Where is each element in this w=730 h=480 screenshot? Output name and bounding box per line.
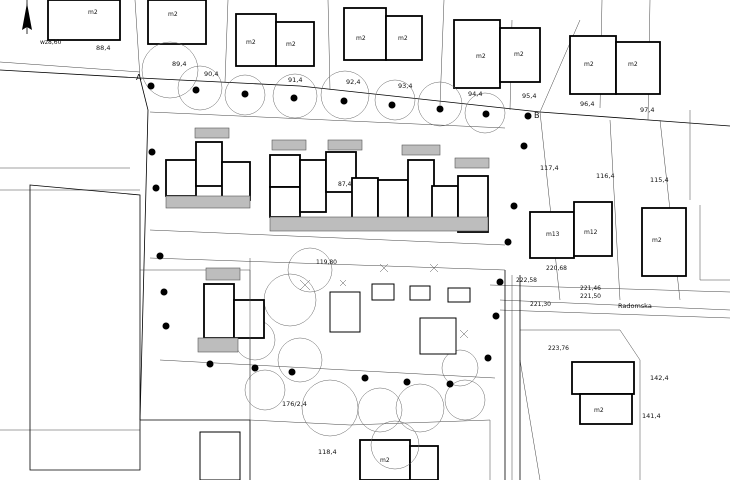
parcel-number: 97,4 (640, 106, 654, 114)
parcel-number: 96,4 (580, 100, 594, 108)
site-dimension: 119,80 (316, 259, 337, 266)
unit-label: m2 (476, 53, 486, 60)
unit-label: m13 (546, 231, 560, 238)
parcel-number: 117,4 (540, 164, 559, 172)
unit-label: m2 (380, 457, 390, 464)
marker-b-label: B (534, 111, 540, 120)
marker-a-label: A (136, 73, 142, 82)
internal-paths (149, 111, 506, 380)
parcel-number: 91,4 (288, 76, 302, 84)
elevation-label: 221,46 (580, 285, 601, 292)
map-labels: m2 m2 m2 m2 m2 m2 m2 m2 m2 m2 m13 m12 m2… (40, 9, 669, 464)
street-label: Radomska (618, 302, 652, 310)
small-trees (299, 263, 469, 339)
neighbour-buildings (47, 0, 687, 480)
unit-label: m2 (652, 237, 662, 244)
parcel-number: 116,4 (596, 172, 615, 180)
elevation-label: wz8,60 (40, 39, 62, 46)
parcel-number: 176/2,4 (282, 400, 307, 408)
elevation-label: 221,50 (580, 293, 601, 300)
parcel-number: 90,4 (204, 70, 218, 78)
unit-label: m2 (584, 61, 594, 68)
site-dimension: 87,4 (338, 181, 352, 188)
parcel-number: 141,4 (642, 412, 661, 420)
boundary-markers (147, 82, 532, 388)
unit-label: m2 (286, 41, 296, 48)
elevation-label: 220,68 (546, 265, 567, 272)
unit-label: m2 (246, 39, 256, 46)
elevation-label: 223,76 (548, 345, 569, 352)
north-arrow-icon (22, 0, 32, 34)
parcel-number: 93,4 (398, 82, 412, 90)
parcel-number: 89,4 (172, 60, 186, 68)
parcel-number: 92,4 (346, 78, 360, 86)
unit-label: m2 (398, 35, 408, 42)
unit-label: m2 (514, 51, 524, 58)
elevation-label: 221,30 (530, 301, 551, 308)
unit-label: m2 (356, 35, 366, 42)
unit-label: m2 (168, 11, 178, 18)
unit-label: m12 (584, 229, 598, 236)
unit-label: m2 (628, 61, 638, 68)
parcel-number: 94,4 (468, 90, 482, 98)
parcel-number: 142,4 (650, 374, 669, 382)
trees (141, 41, 506, 470)
parcel-number: 118,4 (318, 448, 337, 456)
parcel-number: 115,4 (650, 176, 669, 184)
unit-label: m2 (594, 407, 604, 414)
parcel-number: 88,4 (96, 44, 110, 52)
elevation-label: 222,58 (516, 277, 537, 284)
parcel-number: 95,4 (522, 92, 536, 100)
new-buildings (165, 127, 490, 355)
street-radomska: Radomska (504, 270, 652, 480)
unit-label: m2 (88, 9, 98, 16)
